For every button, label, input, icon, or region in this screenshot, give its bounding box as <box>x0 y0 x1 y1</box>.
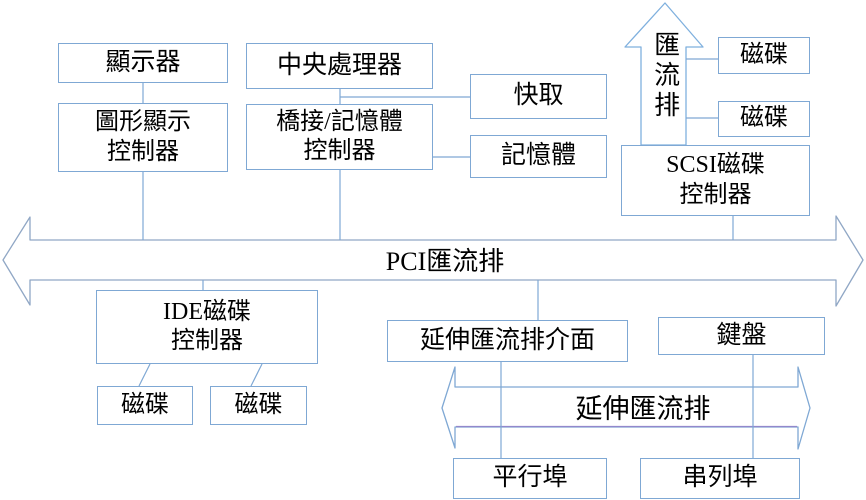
node-memory-label: 記憶體 <box>500 142 576 170</box>
node-disk-bottom-2-label: 磁碟 <box>234 391 283 418</box>
node-disk-top-1: 磁碟 <box>718 37 810 74</box>
node-ide-controller-label-2: 控制器 <box>171 328 243 354</box>
node-disk-top-1-label: 磁碟 <box>740 41 788 68</box>
node-cache-label: 快取 <box>513 82 564 110</box>
node-disk-bottom-2: 磁碟 <box>210 386 307 425</box>
node-memory: 記憶體 <box>470 135 607 178</box>
node-expansion-interface: 延伸匯流排介面 <box>387 320 628 362</box>
node-cache: 快取 <box>470 74 607 119</box>
node-bridge-memory-controller: 橋接/記憶體 控制器 <box>246 104 433 170</box>
expansion-bus-arrow <box>441 366 811 450</box>
node-display: 顯示器 <box>58 43 228 83</box>
pci-bus-label: PCI匯流排 <box>385 247 505 276</box>
node-serial-port-label: 串列埠 <box>682 464 758 492</box>
node-graphics-controller-label-2: 控制器 <box>107 138 179 165</box>
node-cpu: 中央處理器 <box>246 43 433 89</box>
node-disk-bottom-1-label: 磁碟 <box>121 391 169 418</box>
pci-bus-arrow <box>2 215 864 307</box>
node-parallel-port-label: 平行埠 <box>492 464 568 492</box>
node-scsi-controller-label-1: SCSI磁碟 <box>666 152 765 179</box>
node-scsi-controller: SCSI磁碟 控制器 <box>621 145 810 216</box>
node-disk-top-2-label: 磁碟 <box>740 105 788 132</box>
node-bridge-memory-controller-label-2: 控制器 <box>303 138 376 164</box>
node-keyboard-label: 鍵盤 <box>716 321 767 349</box>
node-expansion-interface-label: 延伸匯流排介面 <box>419 326 595 354</box>
node-scsi-controller-label-2: 控制器 <box>679 181 752 208</box>
node-serial-port: 串列埠 <box>640 458 800 499</box>
node-ide-controller: IDE磁碟 控制器 <box>96 290 318 364</box>
memory-bus-label: 匯流排 <box>650 31 680 121</box>
node-parallel-port: 平行埠 <box>453 458 607 499</box>
node-ide-controller-label-1: IDE磁碟 <box>163 298 251 325</box>
expansion-bus-label: 延伸匯流排 <box>575 394 711 424</box>
node-display-label: 顯示器 <box>105 48 181 76</box>
node-bridge-memory-controller-label-1: 橋接/記憶體 <box>276 108 403 135</box>
node-disk-top-2: 磁碟 <box>718 101 810 137</box>
memory-bus-up-arrow <box>624 2 704 146</box>
node-graphics-controller: 圖形顯示 控制器 <box>58 103 228 172</box>
node-disk-bottom-1: 磁碟 <box>97 386 193 425</box>
node-cpu-label: 中央處理器 <box>276 51 402 79</box>
node-keyboard: 鍵盤 <box>658 317 825 355</box>
node-graphics-controller-label-1: 圖形顯示 <box>95 109 191 136</box>
connector-lines <box>138 58 754 458</box>
